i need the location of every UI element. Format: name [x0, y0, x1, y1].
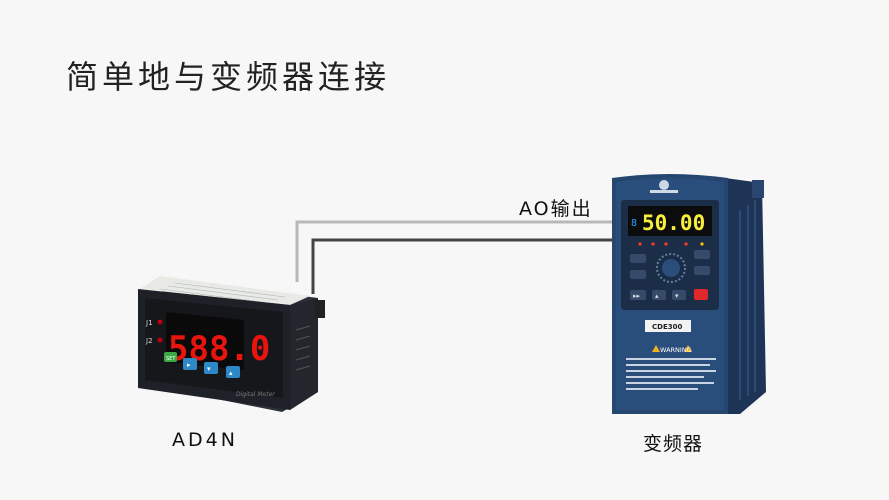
inverter-shift-key[interactable]	[630, 290, 646, 300]
inverter-run-key[interactable]	[694, 266, 710, 275]
svg-text:▸▸: ▸▸	[633, 292, 641, 300]
meter-footer-text: Digital Meter	[236, 391, 275, 398]
inverter-fwd-key[interactable]	[630, 270, 646, 279]
svg-text:▾: ▾	[675, 292, 679, 300]
inverter-label: 变频器	[643, 433, 704, 455]
meter-set-button[interactable]	[164, 352, 177, 362]
inverter-down-key[interactable]	[672, 290, 686, 300]
inverter-prg-key[interactable]	[630, 254, 646, 263]
inverter-set-key[interactable]	[694, 250, 710, 259]
ad4n-meter: 588.0 J1 J2 SET ▸ ▾ ▴ Digital Meter	[138, 276, 325, 412]
svg-text:SET: SET	[166, 356, 176, 362]
meter-shift-button[interactable]	[183, 358, 197, 370]
svg-text:▴: ▴	[655, 292, 659, 300]
wire-dark	[311, 238, 612, 294]
meter-down-button[interactable]	[204, 362, 218, 374]
inverter-device: 50.00 8 ▸▸ ▴ ▾ CDE300 WARNING	[612, 174, 766, 414]
ao-output-label: AO输出	[519, 198, 593, 220]
inverter-warning-title: WARNING	[660, 346, 692, 354]
meter-up-button[interactable]	[226, 366, 240, 378]
inverter-up-key[interactable]	[652, 290, 666, 300]
svg-text:▴: ▴	[229, 369, 233, 377]
indicator-j2: J2	[145, 337, 153, 345]
svg-text:▾: ▾	[207, 365, 211, 373]
inverter-stop-key[interactable]	[694, 289, 708, 300]
indicator-j1: J1	[145, 319, 153, 327]
meter-label: AD4N	[172, 429, 238, 451]
inverter-display: 50.00	[642, 211, 705, 235]
page-title: 简单地与变频器连接	[66, 58, 391, 96]
svg-text:8: 8	[631, 218, 637, 229]
svg-text:▸: ▸	[187, 361, 191, 369]
wire-light	[295, 220, 612, 282]
inverter-model: CDE300	[652, 323, 682, 331]
